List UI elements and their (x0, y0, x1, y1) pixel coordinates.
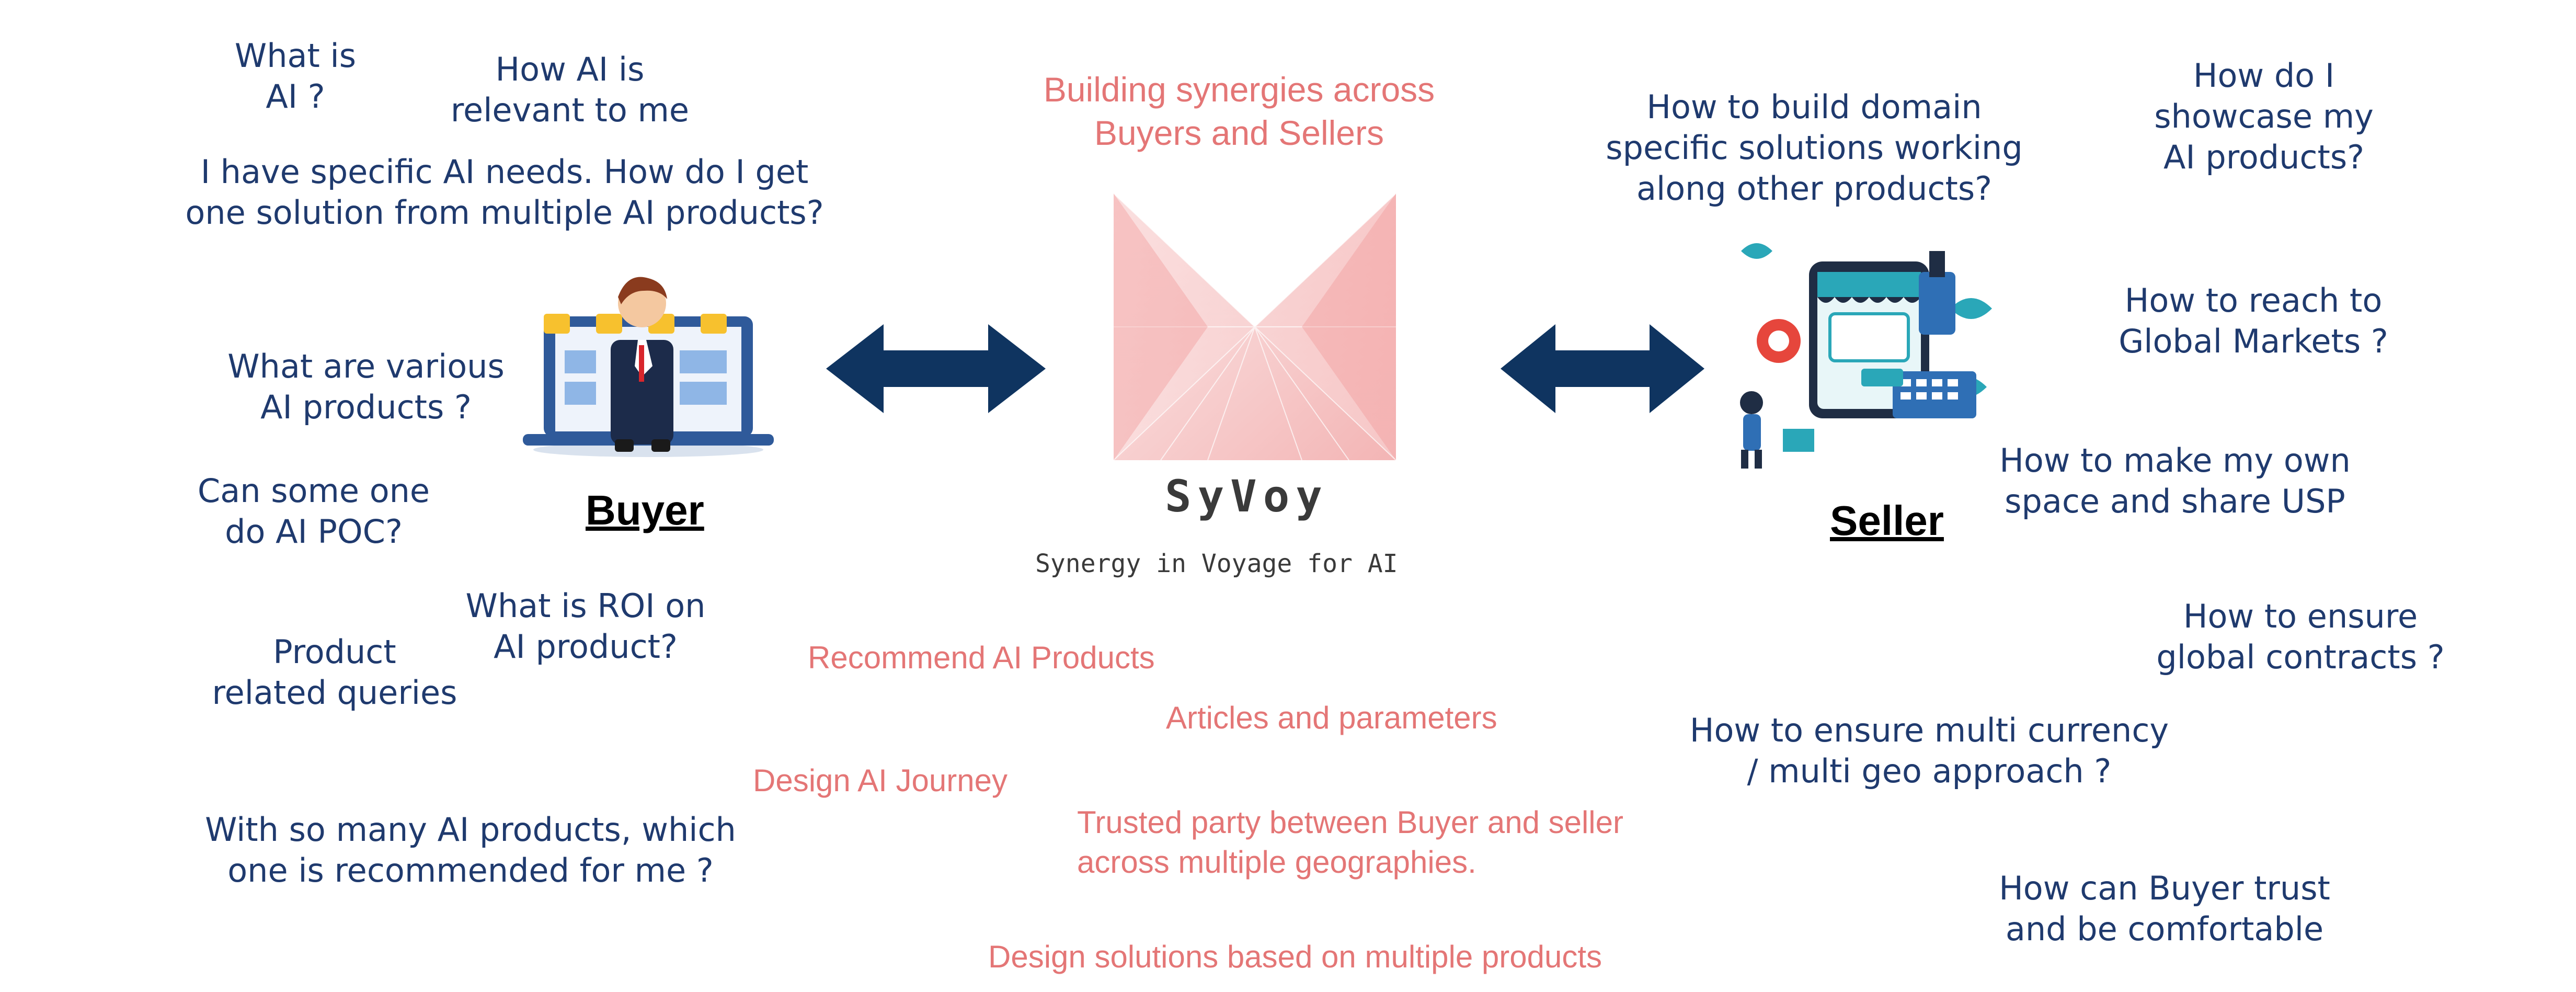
buyer-question-line: do AI POC? (225, 512, 403, 551)
service-line: Articles and parameters (1166, 700, 1497, 735)
buyer-question-specific-needs: I have specific AI needs. How do I get o… (178, 152, 831, 233)
seller-question-buyer-trust: How can Buyer trust and be comfortable (1997, 868, 2332, 950)
seller-question-line: along other products? (1636, 169, 1993, 208)
seller-question-global-markets: How to reach to Global Markets ? (2107, 280, 2400, 362)
seller-question-line: How can Buyer trust (1999, 869, 2330, 907)
buyer-label: Buyer (586, 487, 704, 533)
buyer-illustration-icon (523, 277, 774, 457)
service-line: Design AI Journey (753, 763, 1007, 798)
left-double-arrow-icon (826, 324, 1046, 413)
seller-label: Seller (1830, 497, 1944, 544)
service-design-solutions: Design solutions based on multiple produ… (988, 937, 1602, 977)
seller-question-global-contracts: How to ensure global contracts ? (2149, 596, 2452, 678)
seller-question-domain-solutions: How to build domain specific solutions w… (1605, 87, 2023, 209)
service-articles: Articles and parameters (1166, 698, 1497, 738)
buyer-question-line: relevant to me (450, 91, 690, 130)
buyer-question-various-products: What are various AI products ? (220, 346, 512, 428)
buyer-question-line: one is recommended for me ? (227, 851, 714, 890)
header-tagline-line-2: Buyers and Sellers (1094, 113, 1384, 153)
brand-tagline: Synergy in Voyage for AI (1035, 549, 1398, 578)
seller-question-line: Global Markets ? (2119, 322, 2388, 361)
buyer-question-line: What are various (227, 347, 505, 385)
seller-question-usp: How to make my own space and share USP (1987, 440, 2363, 522)
buyer-question-line: Can some one (197, 472, 430, 510)
header-tagline-line-1: Building synergies across (1043, 70, 1435, 109)
seller-question-line: AI products? (2163, 138, 2365, 177)
buyer-question-line: one solution from multiple AI products? (185, 193, 824, 232)
seller-question-line: global contracts ? (2156, 638, 2445, 677)
seller-question-line: showcase my (2154, 97, 2374, 136)
buyer-question-line: I have specific AI needs. How do I get (200, 153, 809, 191)
buyer-question-what-is-ai: What is AI ? (230, 36, 361, 117)
seller-question-line: / multi geo approach ? (1747, 752, 2112, 791)
service-line: Design solutions based on multiple produ… (988, 939, 1602, 974)
buyer-question-line: How AI is (495, 50, 645, 88)
buyer-question-product-queries: Product related queries (199, 632, 471, 713)
seller-question-showcase: How do I showcase my AI products? (2138, 55, 2389, 178)
seller-question-line: How to ensure multi currency (1689, 711, 2169, 749)
syvoy-logo-icon (1113, 193, 1396, 461)
service-line: Trusted party between Buyer and seller (1077, 805, 1623, 840)
seller-question-line: How to reach to (2124, 281, 2383, 320)
buyer-question-poc: Can some one do AI POC? (178, 471, 450, 552)
buyer-question-line: AI products ? (260, 388, 472, 427)
seller-question-line: How do I (2193, 56, 2335, 95)
header-tagline: Building synergies across Buyers and Sel… (1025, 68, 1453, 155)
buyer-question-roi: What is ROI on AI product? (455, 586, 716, 667)
seller-question-line: How to make my own (1999, 441, 2351, 480)
buyer-question-line: AI ? (266, 77, 325, 116)
seller-question-line: specific solutions working (1606, 129, 2023, 167)
seller-question-line: space and share USP (2005, 482, 2345, 521)
service-line: across multiple geographies. (1077, 844, 1476, 880)
service-recommend-products: Recommend AI Products (808, 638, 1155, 678)
seller-question-line: How to build domain (1646, 88, 1982, 126)
buyer-question-ai-relevance: How AI is relevant to me (439, 49, 701, 131)
service-line: Recommend AI Products (808, 640, 1155, 675)
buyer-question-line: What is (234, 37, 357, 75)
buyer-question-line: Product (273, 633, 396, 671)
seller-question-line: How to ensure (2183, 597, 2418, 635)
buyer-question-line: AI product? (494, 628, 678, 666)
seller-illustration-icon (1740, 243, 1992, 469)
buyer-question-recommendation: With so many AI products, which one is r… (188, 809, 753, 891)
service-design-journey: Design AI Journey (753, 761, 1007, 801)
buyer-question-line: What is ROI on (465, 587, 706, 625)
seller-question-line: and be comfortable (2005, 910, 2324, 949)
right-double-arrow-icon (1501, 324, 1704, 413)
brand-name: SyVoy (1165, 471, 1329, 522)
seller-question-multi-currency: How to ensure multi currency / multi geo… (1684, 710, 2175, 792)
service-trusted-party: Trusted party between Buyer and seller a… (1077, 803, 1623, 882)
buyer-question-line: related queries (212, 674, 457, 712)
buyer-question-line: With so many AI products, which (205, 811, 736, 849)
